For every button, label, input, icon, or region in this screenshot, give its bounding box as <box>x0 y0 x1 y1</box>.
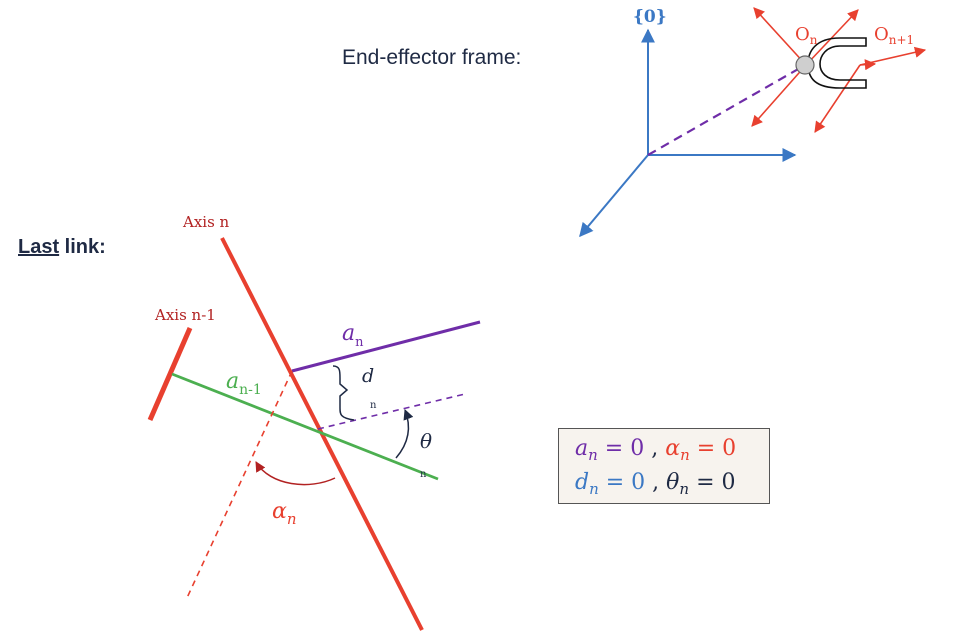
frame0-label: {0} <box>633 7 667 27</box>
on1-x-axis <box>859 46 927 66</box>
link-an-line <box>291 320 481 373</box>
projected-axis-dashed <box>185 370 293 601</box>
joint-circle <box>795 55 815 75</box>
projected-an-dashed <box>317 393 466 430</box>
equation-box: an = 0 , αn = 0 dn = 0 , θn = 0 <box>558 428 770 504</box>
last-word: Last <box>18 236 60 258</box>
base-y-axis <box>579 154 649 238</box>
link-word: link: <box>59 236 106 258</box>
end-effector: On On+1 <box>751 7 927 133</box>
d-sub-label: n <box>370 400 377 411</box>
end-effector-title: End-effector frame: <box>342 46 522 69</box>
axis-n-label: Axis n <box>182 213 230 231</box>
on1-z-axis <box>859 59 877 71</box>
d-brace <box>332 365 355 421</box>
last-link-heading: Last link: <box>18 236 106 259</box>
theta-arc <box>395 409 414 459</box>
equation-line-1: an = 0 , αn = 0 <box>575 436 737 464</box>
last-link-diagram: Axis n Axis n-1 an an-1 d n θ n αn <box>147 213 481 631</box>
equation-line-2: dn = 0 , θn = 0 <box>575 470 736 498</box>
on-label: On <box>795 24 818 47</box>
on1-y-axis <box>814 64 861 133</box>
an1-label: an-1 <box>226 369 262 398</box>
theta-sub-label: n <box>420 469 427 480</box>
axis-n1-label: Axis n-1 <box>154 306 216 324</box>
on-y-axis <box>751 64 807 127</box>
common-normal-an1 <box>171 372 439 481</box>
on-z-axis <box>753 7 807 66</box>
alpha-label: αn <box>272 499 297 528</box>
d-label: d <box>362 365 374 387</box>
on1-label: On+1 <box>874 24 914 47</box>
alpha-arc <box>255 461 336 486</box>
position-vector-dashed <box>647 67 801 156</box>
on-x-axis <box>805 9 859 66</box>
axis-n1-line <box>147 327 193 421</box>
base-frame: {0} <box>579 7 797 238</box>
an-label: an <box>342 321 364 350</box>
theta-label: θ <box>420 429 432 453</box>
gripper-icon <box>807 37 867 89</box>
